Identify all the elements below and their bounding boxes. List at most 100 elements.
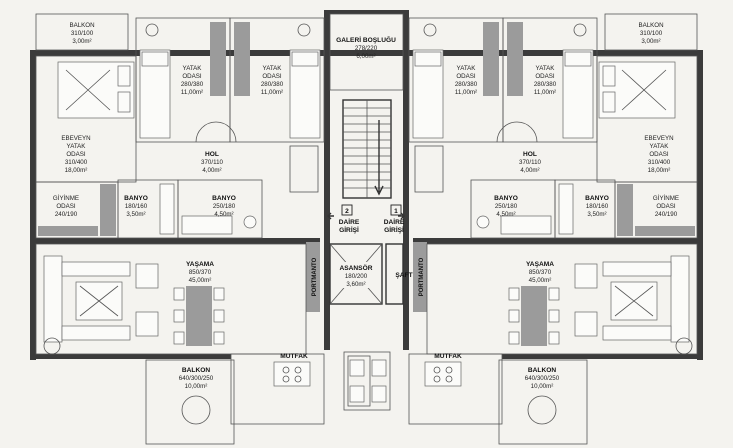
room-name: YATAK xyxy=(536,65,556,72)
door-swing-icon xyxy=(496,121,538,143)
room-area: 3,50m² xyxy=(126,211,145,218)
room-area: 11,00m² xyxy=(181,89,203,96)
arrow-right-icon xyxy=(398,212,405,220)
room-name: BANYO xyxy=(494,195,518,202)
dining-table-icon xyxy=(173,286,225,346)
balcony-top-right: BALKON 310/100 3,00m² xyxy=(604,13,698,51)
bed-icon xyxy=(598,61,676,119)
room-dims: 850/370 xyxy=(189,269,212,276)
room-area: 11,00m² xyxy=(261,89,283,96)
bathroom-1-left: BANYO 180/160 3,50m² xyxy=(117,179,179,239)
room-dims: 278/220 xyxy=(355,45,378,52)
room-dims: 280/380 xyxy=(455,81,478,88)
room-name: ODASI xyxy=(262,73,282,80)
wardrobe-icon xyxy=(507,22,523,96)
plant-icon xyxy=(527,395,557,425)
room-name: BALKON xyxy=(69,22,94,29)
bed-icon xyxy=(57,61,135,119)
room-dims: 640/300/250 xyxy=(525,375,560,382)
room-name: ŞAFT xyxy=(395,272,412,279)
dining-table-icon xyxy=(508,286,560,346)
room-dims: 250/180 xyxy=(495,203,518,210)
plant-icon xyxy=(181,395,211,425)
bedroom-1-right: YATAK ODASI 280/380 11,00m² xyxy=(408,17,504,143)
room-area: 4,50m² xyxy=(214,211,233,218)
room-name: YATAK xyxy=(183,65,203,72)
sink-icon xyxy=(347,355,371,407)
cooktop-icon xyxy=(424,361,462,387)
balcony-top-left: BALKON 310/100 3,00m² xyxy=(35,13,129,51)
wardrobe-icon xyxy=(100,184,116,236)
room-dims: 640/300/250 xyxy=(179,375,214,382)
outer-walls xyxy=(30,10,703,360)
living-room-right: YAŞAMA 850/370 45,00m² xyxy=(426,243,698,355)
room-name: BANYO xyxy=(124,195,148,202)
room-dims: 240/190 xyxy=(655,211,678,218)
room-name: YATAK xyxy=(650,143,670,150)
apartment-number: 2 xyxy=(345,208,349,215)
room-name: ODASI xyxy=(66,151,86,158)
room-dims: 310/400 xyxy=(65,159,88,166)
elevator: ASANSÖR 180/200 3,60m² xyxy=(329,243,383,305)
room-name: HOL xyxy=(523,151,537,158)
room-area: 3,00m² xyxy=(641,38,660,45)
room-area: 3,00m² xyxy=(72,38,91,45)
room-dims: 370/110 xyxy=(201,159,223,166)
room-dims: 310/100 xyxy=(71,30,94,37)
wardrobe-icon xyxy=(234,22,250,96)
wardrobe-icon xyxy=(210,22,226,96)
entrance-apartment-1: 1 DAİRE GİRİŞİ xyxy=(384,204,405,234)
room-name: BALKON xyxy=(528,367,556,374)
room-area: 3,50m² xyxy=(587,211,606,218)
bathroom-2-left: BANYO 250/180 4,50m² xyxy=(177,179,263,239)
room-dims: 180/200 xyxy=(345,273,368,280)
hall-right: HOL 370/110 4,00m² xyxy=(414,121,542,193)
room-name: YAŞAMA xyxy=(186,261,214,268)
bedroom-2-left: YATAK ODASI 280/380 11,00m² xyxy=(229,17,325,143)
room-name: BALKON xyxy=(182,367,210,374)
room-area: 4,50m² xyxy=(496,211,515,218)
room-area: 45,00m² xyxy=(529,277,552,284)
room-area: 45,00m² xyxy=(189,277,212,284)
room-name: GİRİŞİ xyxy=(339,226,359,234)
room-name: PORTMANTO xyxy=(312,257,318,296)
room-name: DAİRE xyxy=(384,218,405,226)
room-dims: 180/160 xyxy=(125,203,148,210)
room-dims: 370/110 xyxy=(519,159,541,166)
room-name: EBEVEYN xyxy=(644,135,673,142)
room-dims: 280/380 xyxy=(261,81,284,88)
room-name: ODASI xyxy=(535,73,555,80)
room-dims: 280/380 xyxy=(534,81,557,88)
balcony-bottom-left: BALKON 640/300/250 10,00m² xyxy=(145,359,235,445)
room-area: 18,00m² xyxy=(648,167,671,174)
room-dims: 850/370 xyxy=(529,269,552,276)
cooktop-icon xyxy=(273,361,311,387)
room-name: YATAK xyxy=(457,65,477,72)
dressing-room-right: GİYİNME ODASI 240/190 xyxy=(614,181,698,239)
room-name: MUTFAK xyxy=(434,353,462,360)
hall-left: HOL 370/110 4,00m² xyxy=(195,121,319,193)
kitchen-right: MUTFAK xyxy=(408,353,503,425)
wardrobe-icon xyxy=(617,184,633,236)
toilet-icon xyxy=(243,215,257,229)
shower-icon xyxy=(558,183,574,235)
stair-arrow-icon xyxy=(374,120,384,196)
room-name: BANYO xyxy=(212,195,236,202)
room-dims: 310/100 xyxy=(640,30,663,37)
room-name: HOL xyxy=(205,151,219,158)
room-name: ODASI xyxy=(656,203,676,210)
room-name: YATAK xyxy=(263,65,283,72)
room-name: GALERİ BOŞLUĞU xyxy=(336,35,396,44)
coat-closet-right: PORTMANTO xyxy=(413,242,427,312)
bathroom-1-right: BANYO 250/180 4,50m² xyxy=(470,179,556,239)
room-name: PORTMANTO xyxy=(419,257,425,296)
room-name: MUTFAK xyxy=(280,353,308,360)
room-dims: 180/160 xyxy=(586,203,609,210)
bathtub-icon xyxy=(500,215,552,235)
room-name: ODASI xyxy=(649,151,669,158)
room-dims: 240/190 xyxy=(55,211,78,218)
kitchen-left: MUTFAK xyxy=(230,353,371,425)
door-swing-icon xyxy=(195,121,237,143)
room-area: 4,00m² xyxy=(202,167,221,174)
living-room-left: YAŞAMA 850/370 45,00m² xyxy=(35,243,307,355)
